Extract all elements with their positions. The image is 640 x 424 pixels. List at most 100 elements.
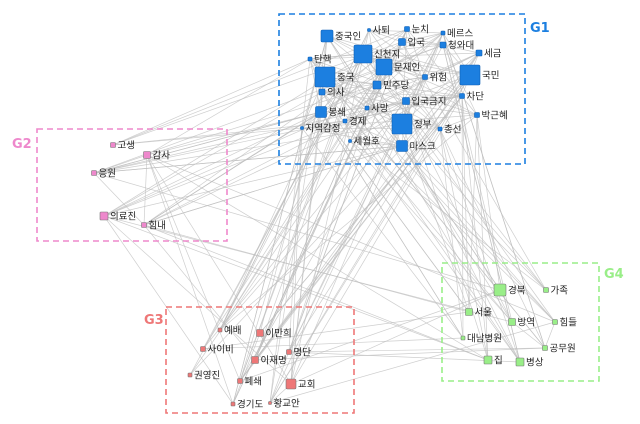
- node-24[interactable]: 세월호: [348, 136, 380, 148]
- node-32[interactable]: 이만희: [256, 329, 292, 340]
- node-marker[interactable]: [353, 44, 373, 64]
- node-marker[interactable]: [437, 126, 443, 132]
- node-marker[interactable]: [483, 355, 493, 365]
- node-marker[interactable]: [542, 345, 548, 351]
- node-marker[interactable]: [320, 29, 334, 43]
- node-43[interactable]: 서울: [465, 308, 493, 319]
- node-marker[interactable]: [110, 142, 116, 148]
- node-21[interactable]: 정부: [391, 113, 432, 135]
- node-7[interactable]: 세금: [475, 49, 502, 60]
- node-29[interactable]: 의료진: [99, 211, 136, 223]
- node-31[interactable]: 예배: [217, 326, 241, 337]
- node-marker[interactable]: [285, 378, 297, 390]
- node-38[interactable]: 교회: [285, 378, 315, 391]
- node-marker[interactable]: [318, 88, 326, 96]
- node-10[interactable]: 중국: [314, 66, 355, 88]
- node-marker[interactable]: [141, 222, 147, 228]
- node-marker[interactable]: [396, 140, 408, 152]
- node-marker[interactable]: [256, 329, 264, 337]
- node-marker[interactable]: [187, 372, 193, 378]
- node-36[interactable]: 권영진: [187, 370, 220, 382]
- node-1[interactable]: 사퇴: [367, 26, 390, 37]
- node-marker[interactable]: [475, 49, 483, 57]
- node-marker[interactable]: [300, 126, 304, 130]
- node-41[interactable]: 경북: [493, 283, 526, 297]
- node-marker[interactable]: [268, 401, 272, 405]
- node-30[interactable]: 힘내: [141, 221, 166, 232]
- node-marker[interactable]: [493, 283, 507, 297]
- node-19[interactable]: 박근혜: [474, 110, 508, 122]
- node-8[interactable]: 탄핵: [307, 54, 331, 66]
- node-marker[interactable]: [465, 308, 473, 316]
- node-11[interactable]: 국민: [459, 64, 499, 86]
- node-37[interactable]: 폐쇄: [237, 376, 262, 388]
- node-marker[interactable]: [459, 64, 481, 86]
- node-marker[interactable]: [440, 30, 446, 36]
- node-marker[interactable]: [342, 118, 348, 124]
- node-48[interactable]: 집: [483, 355, 503, 367]
- node-marker[interactable]: [422, 74, 428, 80]
- node-49[interactable]: 병상: [515, 357, 544, 369]
- node-26[interactable]: 고생: [110, 141, 135, 152]
- node-marker[interactable]: [286, 349, 292, 355]
- node-marker[interactable]: [315, 106, 327, 118]
- node-marker[interactable]: [543, 287, 549, 293]
- node-39[interactable]: 경기도: [230, 399, 263, 411]
- node-marker[interactable]: [237, 378, 243, 384]
- node-33[interactable]: 사이비: [200, 345, 234, 356]
- node-4[interactable]: 신천지: [353, 44, 400, 64]
- node-marker[interactable]: [307, 56, 313, 62]
- node-marker[interactable]: [404, 26, 410, 32]
- node-44[interactable]: 방역: [508, 318, 535, 329]
- node-22[interactable]: 지역감정: [300, 123, 341, 135]
- node-2[interactable]: 눈치: [404, 24, 429, 36]
- node-marker[interactable]: [439, 41, 447, 49]
- node-47[interactable]: 공무원: [542, 344, 576, 355]
- node-marker[interactable]: [91, 170, 97, 176]
- node-23[interactable]: 총선: [437, 125, 461, 136]
- node-45[interactable]: 힘들: [552, 318, 578, 329]
- node-20[interactable]: 경제: [342, 116, 366, 128]
- node-25[interactable]: 마스크: [396, 140, 436, 153]
- node-35[interactable]: 이재명: [251, 356, 287, 367]
- node-marker[interactable]: [372, 80, 382, 90]
- node-marker[interactable]: [474, 112, 480, 118]
- node-34[interactable]: 명단: [286, 348, 312, 359]
- node-marker[interactable]: [391, 113, 413, 135]
- node-marker[interactable]: [348, 139, 352, 143]
- node-27[interactable]: 감사: [143, 150, 171, 162]
- node-3[interactable]: 메르스: [440, 29, 473, 40]
- node-marker[interactable]: [508, 318, 516, 326]
- node-marker[interactable]: [99, 211, 109, 221]
- node-marker[interactable]: [200, 346, 206, 352]
- node-46[interactable]: 대남병원: [460, 334, 502, 345]
- node-9[interactable]: 문재인: [375, 58, 420, 76]
- node-marker[interactable]: [230, 401, 236, 407]
- node-marker[interactable]: [364, 105, 370, 111]
- node-marker[interactable]: [367, 28, 371, 32]
- node-0[interactable]: 중국인: [320, 29, 361, 43]
- node-marker[interactable]: [251, 356, 259, 364]
- node-marker[interactable]: [515, 357, 525, 367]
- node-12[interactable]: 위험: [422, 72, 447, 84]
- node-marker[interactable]: [460, 335, 466, 341]
- node-5[interactable]: 입국: [398, 37, 426, 49]
- node-marker[interactable]: [375, 58, 393, 76]
- node-marker[interactable]: [143, 151, 151, 159]
- node-6[interactable]: 청와대: [439, 40, 474, 52]
- node-marker[interactable]: [459, 93, 465, 99]
- node-15[interactable]: 차단: [459, 91, 485, 103]
- node-marker[interactable]: [402, 97, 410, 105]
- node-40[interactable]: 황교안: [268, 399, 300, 410]
- node-28[interactable]: 응원: [91, 169, 116, 180]
- node-marker[interactable]: [314, 66, 336, 88]
- node-14[interactable]: 의사: [318, 88, 345, 99]
- node-13[interactable]: 민주당: [372, 80, 409, 92]
- node-42[interactable]: 가족: [543, 286, 569, 297]
- node-marker[interactable]: [552, 319, 558, 325]
- node-marker[interactable]: [398, 38, 406, 46]
- node-17[interactable]: 봉쇄: [315, 106, 346, 119]
- node-18[interactable]: 사망: [364, 104, 389, 115]
- node-16[interactable]: 입국금지: [402, 96, 447, 108]
- node-marker[interactable]: [217, 327, 223, 333]
